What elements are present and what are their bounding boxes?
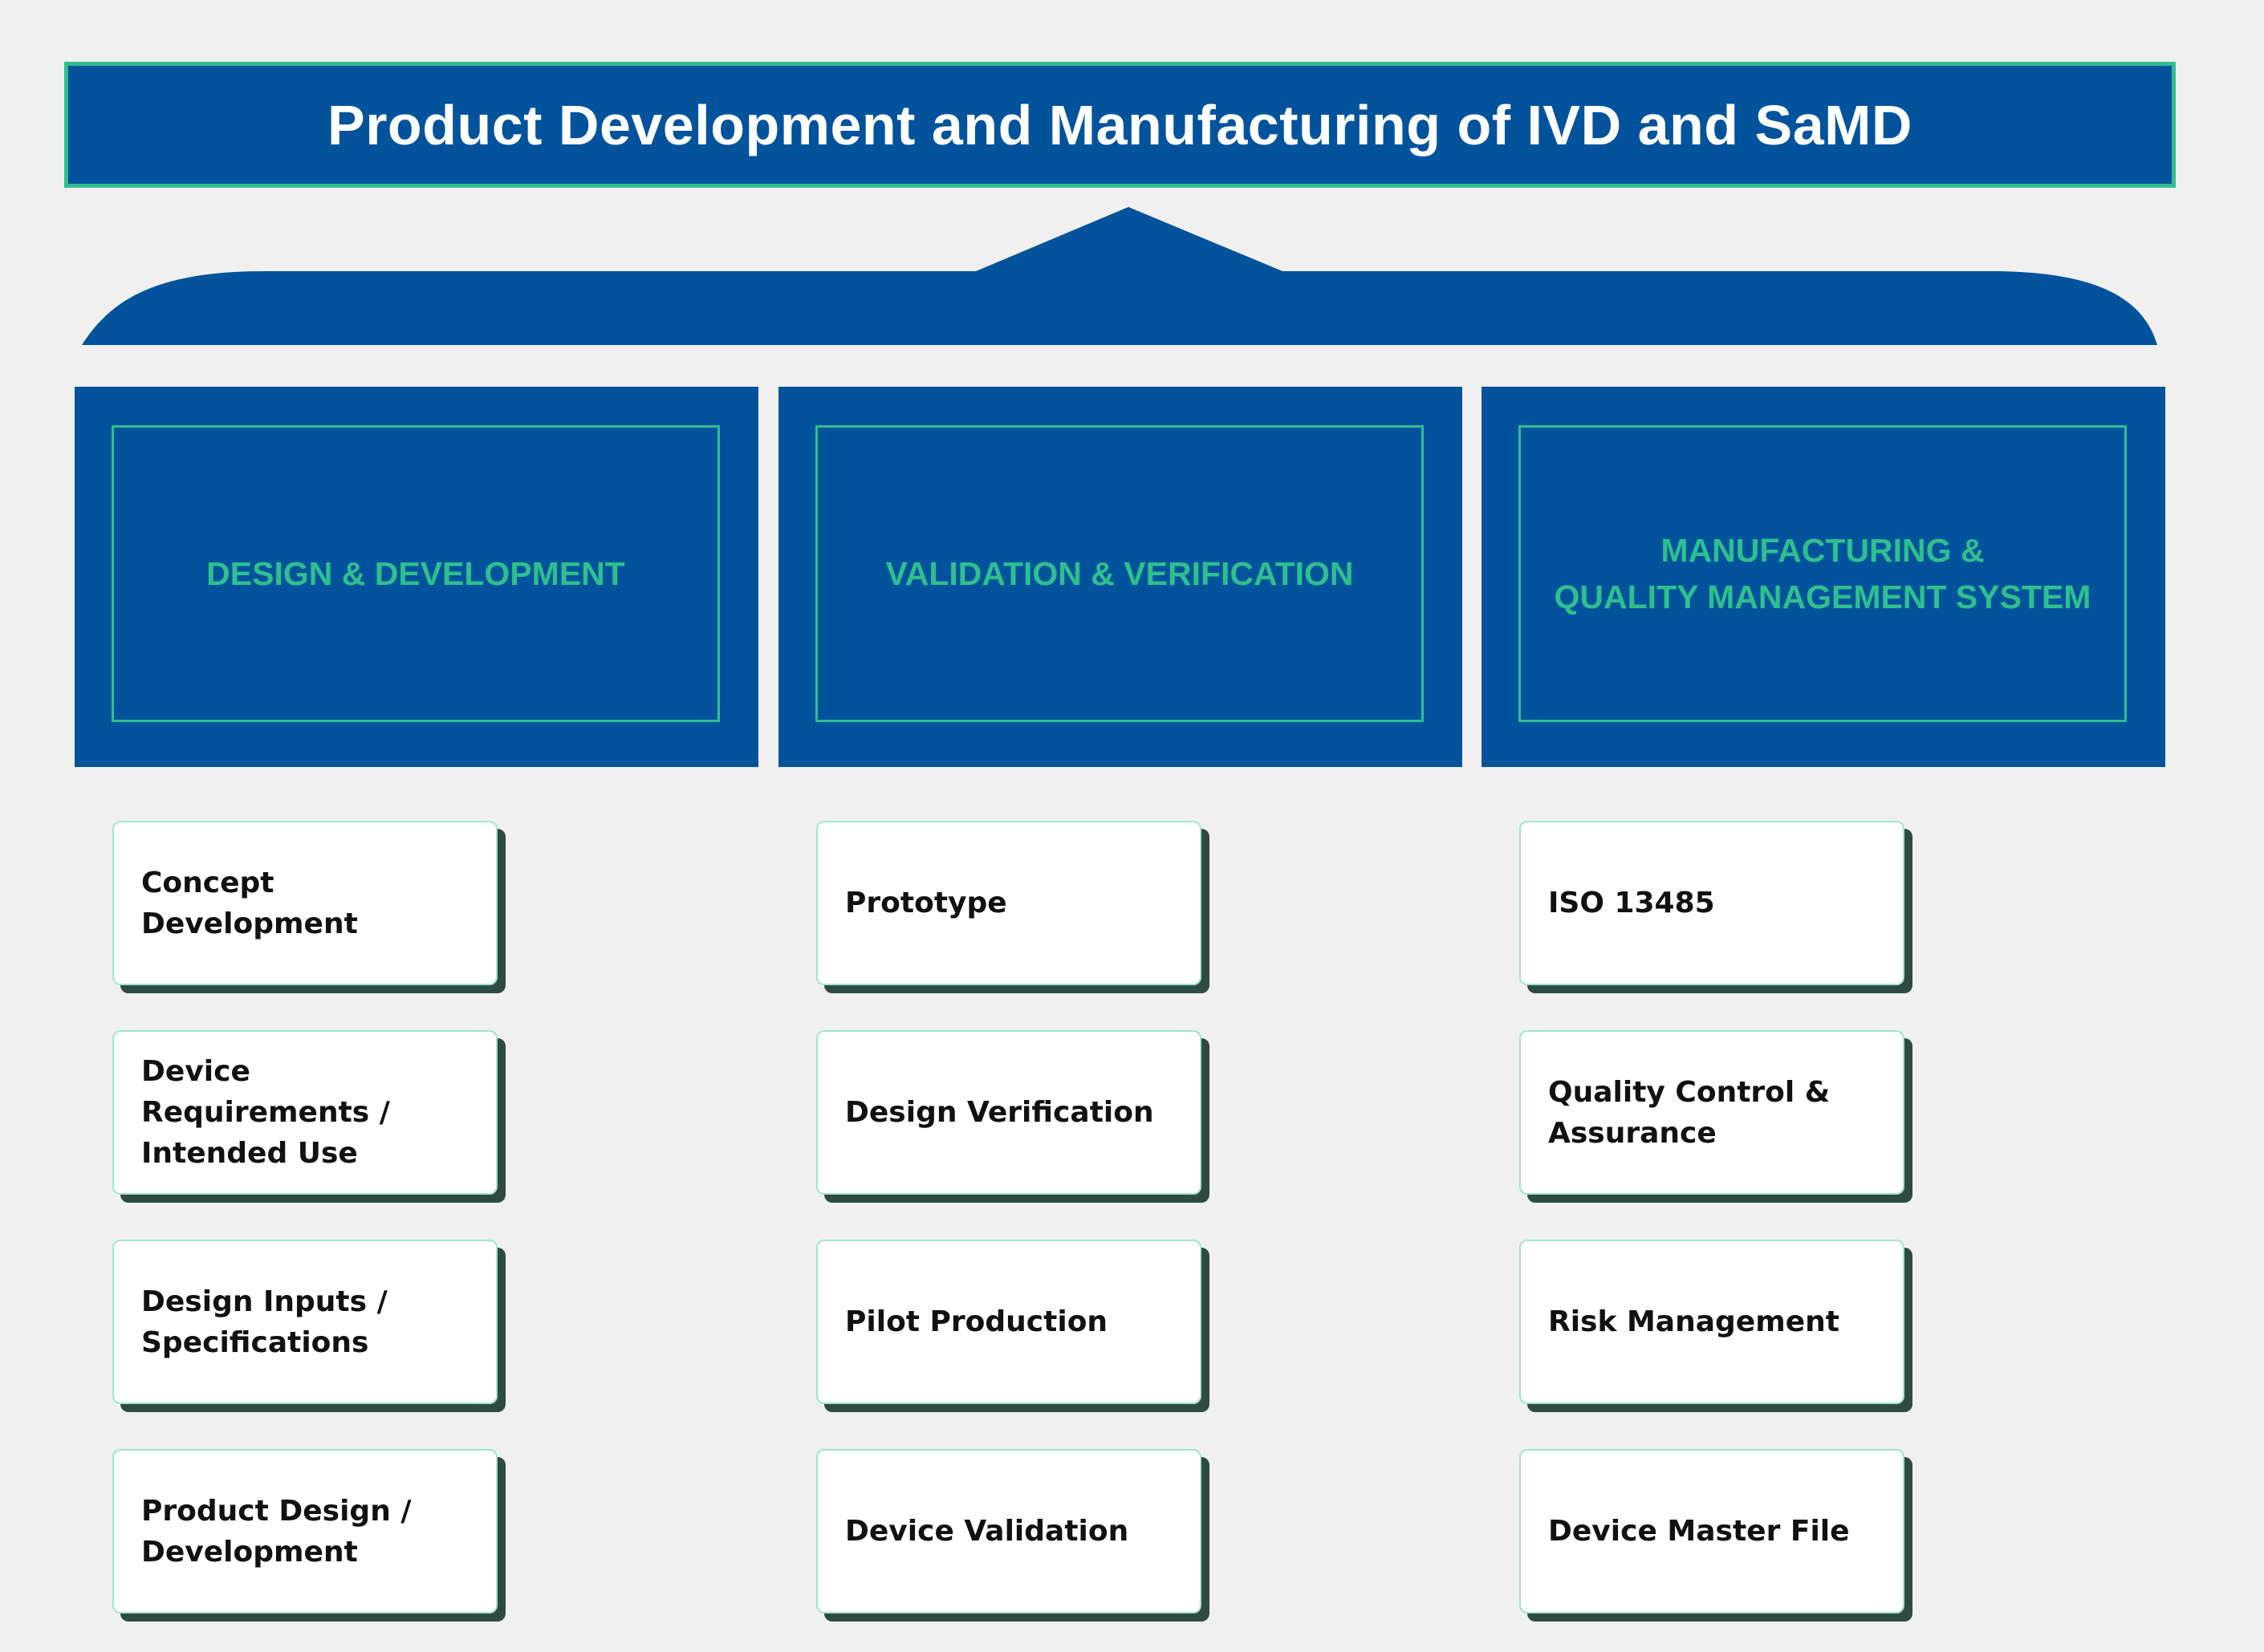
item-card-prototype: Prototype	[816, 821, 1201, 985]
item-label: Prototype	[845, 887, 1007, 919]
item-label: Device Requirements / Intended Use	[141, 1055, 390, 1170]
pillar-manufacturing-qms: MANUFACTURING & QUALITY MANAGEMENT SYSTE…	[1482, 387, 2165, 767]
item-label: Risk Management	[1548, 1305, 1839, 1338]
item-label: Design Inputs / Specifications	[141, 1285, 388, 1359]
item-label: Quality Control & Assurance	[1548, 1075, 1831, 1150]
item-label: Pilot Production	[845, 1305, 1108, 1338]
pillar-validation-verification: VALIDATION & VERIFICATION	[778, 387, 1462, 767]
item-card-device-requirements: Device Requirements / Intended Use	[112, 1030, 498, 1195]
brace-shape	[82, 207, 2157, 345]
item-label: Concept Development	[141, 866, 358, 940]
pillar-frame: MANUFACTURING & QUALITY MANAGEMENT SYSTE…	[1518, 425, 2127, 722]
item-label: ISO 13485	[1548, 887, 1715, 919]
item-label: Device Validation	[845, 1515, 1129, 1548]
page-title: Product Development and Manufacturing of…	[327, 93, 1912, 156]
title-banner: Product Development and Manufacturing of…	[64, 62, 2176, 188]
item-card-design-inputs: Design Inputs / Specifications	[112, 1240, 498, 1404]
item-card-device-master-file: Device Master File	[1519, 1449, 1904, 1613]
item-label: Design Verification	[845, 1096, 1154, 1129]
item-card-risk-management: Risk Management	[1519, 1240, 1904, 1404]
pillar-frame: DESIGN & DEVELOPMENT	[112, 425, 720, 722]
item-card-concept-development: Concept Development	[112, 821, 498, 985]
item-card-design-verification: Design Verification	[816, 1030, 1201, 1195]
pillar-title: VALIDATION & VERIFICATION	[885, 555, 1354, 592]
pillar-design-development: DESIGN & DEVELOPMENT	[75, 387, 758, 767]
item-card-pilot-production: Pilot Production	[816, 1240, 1201, 1404]
item-label: Product Design / Development	[141, 1494, 412, 1569]
pillar-title: MANUFACTURING & QUALITY MANAGEMENT SYSTE…	[1554, 532, 2091, 615]
pillar-title: DESIGN & DEVELOPMENT	[206, 555, 625, 592]
item-card-product-design: Product Design / Development	[112, 1449, 498, 1613]
item-card-device-validation: Device Validation	[816, 1449, 1201, 1613]
pillar-frame: VALIDATION & VERIFICATION	[815, 425, 1424, 722]
connector-brace	[82, 207, 2157, 345]
item-card-iso-13485: ISO 13485	[1519, 821, 1904, 985]
item-card-quality-control: Quality Control & Assurance	[1519, 1030, 1904, 1195]
item-label: Device Master File	[1548, 1515, 1850, 1548]
